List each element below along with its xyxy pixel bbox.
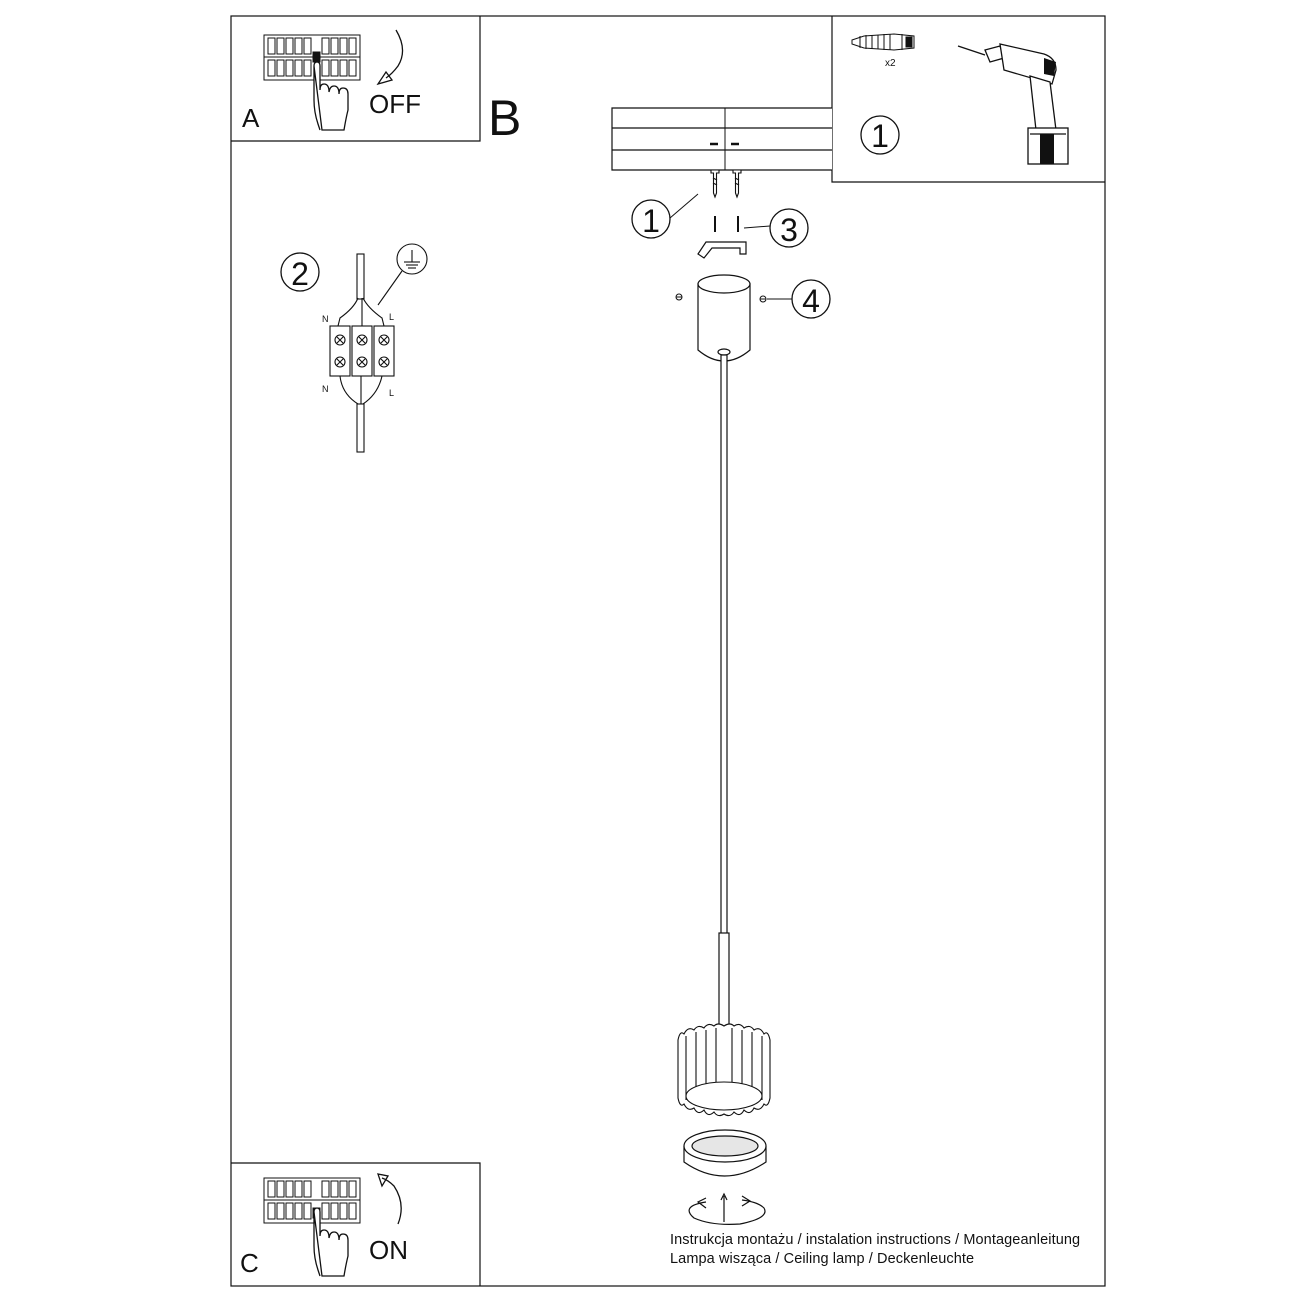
footer-caption: Instrukcja montażu / instalation instruc…	[670, 1231, 1080, 1269]
step-2-circle	[280, 252, 320, 292]
suspension-cable-icon	[718, 354, 730, 1029]
footer-line-2: Lampa wisząca / Ceiling lamp / Deckenleu…	[670, 1251, 975, 1267]
cable-icon	[337, 253, 385, 453]
breaker-box-on-icon	[263, 1177, 361, 1224]
callout-1-circle	[631, 199, 671, 239]
outer-frame	[230, 15, 1106, 1287]
terminal-n-bottom: N	[322, 384, 329, 394]
callout-3-number: 3	[780, 212, 798, 248]
terminal-l-top: L	[389, 312, 394, 322]
ceiling-screws-icon	[710, 169, 742, 199]
lamp-shade-icon	[677, 1023, 771, 1117]
callout-4-circle	[791, 279, 831, 319]
bracket-screws-icon	[714, 216, 739, 232]
callout-1-leader	[669, 193, 699, 219]
footer-line-1: Instrukcja montażu / instalation instruc…	[670, 1232, 1081, 1248]
drill-icon	[957, 43, 1069, 165]
step-2-number: 2	[291, 256, 309, 292]
rotate-arrows-icon	[688, 1192, 766, 1225]
mounting-bracket-icon	[697, 241, 747, 259]
canopy-icon	[697, 274, 751, 362]
callout-3-leader	[743, 225, 771, 229]
wall-plug-icon	[851, 33, 915, 51]
breaker-box-icon	[263, 34, 361, 81]
terminal-n-top: N	[322, 314, 329, 324]
step-1-circle	[860, 115, 900, 155]
panel-b-label: B	[488, 90, 521, 146]
panel-c: C ON	[231, 1162, 481, 1286]
hand-icon	[313, 61, 349, 131]
callout-4-number: 4	[802, 283, 820, 319]
tools-panel-border	[831, 16, 1105, 183]
ceiling-icon	[611, 107, 832, 171]
tools-panel: x2 1	[831, 16, 1105, 183]
ground-symbol-icon	[377, 243, 428, 306]
step-1-number: 1	[871, 118, 889, 154]
side-screws-icon	[675, 293, 767, 303]
on-label: ON	[369, 1235, 408, 1265]
callout-3-circle	[769, 208, 809, 248]
wiring-diagram: 2 N	[280, 243, 428, 453]
panel-c-label: C	[240, 1248, 259, 1278]
panel-c-border	[231, 1162, 481, 1286]
light-bulb-icon	[683, 1129, 767, 1177]
terminal-l-bottom: L	[389, 388, 394, 398]
callout-1-number: 1	[642, 203, 660, 239]
switch-on-arrow-icon	[377, 1173, 402, 1225]
quantity-label: x2	[885, 58, 896, 69]
terminal-block-icon	[329, 325, 395, 377]
off-label: OFF	[369, 89, 421, 119]
panel-a-label: A	[242, 103, 260, 133]
hand-on-icon	[313, 1207, 349, 1277]
panel-a: A OFF	[231, 16, 481, 142]
panel-a-border	[231, 16, 481, 142]
switch-off-arrow-icon	[376, 29, 404, 86]
